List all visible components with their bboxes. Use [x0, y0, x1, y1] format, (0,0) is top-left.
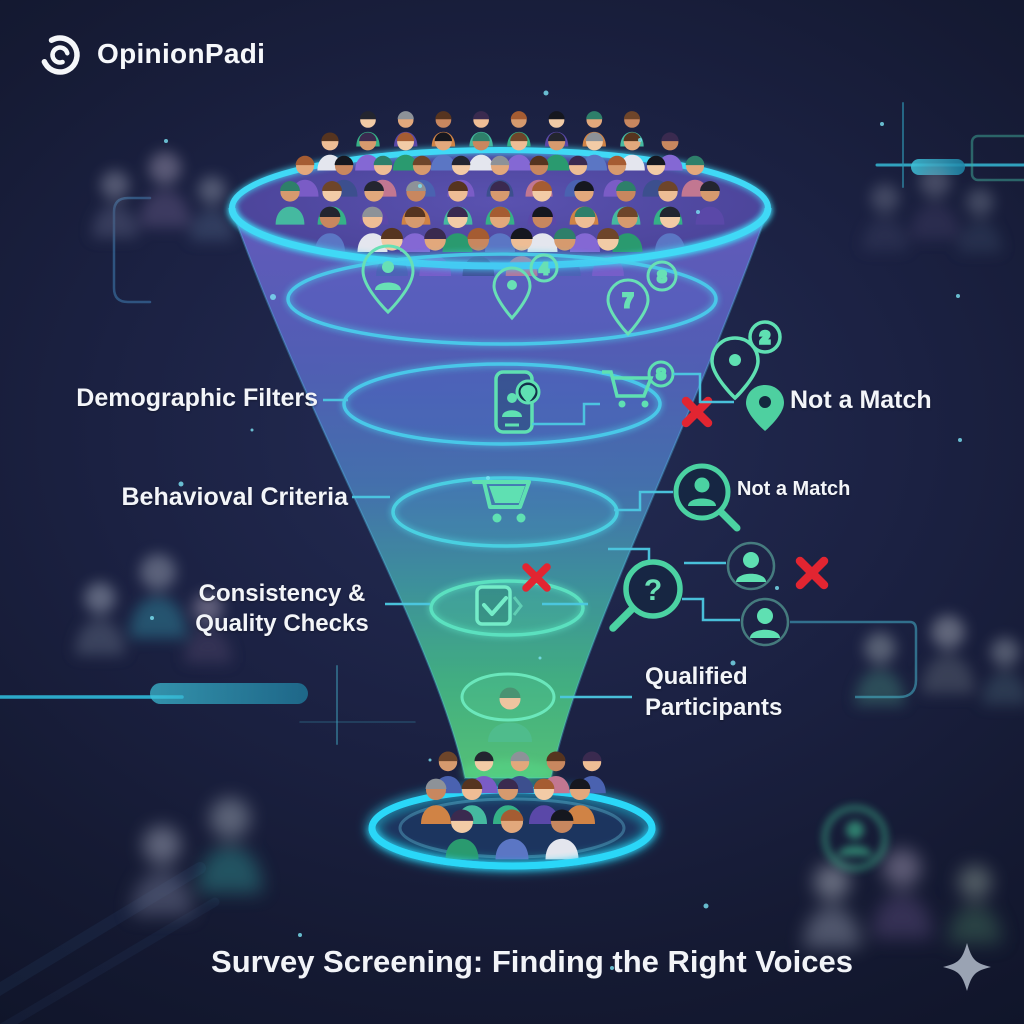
star-dots: [150, 90, 962, 970]
cart-icon: [472, 480, 531, 523]
connector-lines: [323, 372, 918, 699]
connector-bracket: [790, 620, 918, 699]
connector-cart-pin: [673, 372, 734, 404]
label-qualified-line2: Participants: [645, 694, 783, 721]
brand-name: OpinionPadi: [97, 38, 266, 69]
user-circle-icon: [726, 541, 776, 591]
label-demographic-filters: Demographic Filters: [76, 384, 318, 412]
stage2-icons: 8 2: [494, 320, 784, 434]
stage4-icons: ?: [475, 541, 829, 647]
label-qualified-participants: Qualified Participants: [645, 661, 782, 723]
location-pin-7-8-icon: 7 8: [606, 260, 678, 337]
svg-text:8: 8: [658, 269, 667, 286]
ring-stage4: [429, 579, 585, 637]
blurred-people-left-mid: [75, 554, 232, 663]
connector-corner: [608, 547, 651, 560]
reject-pin-2-icon: 2: [710, 320, 782, 401]
label-not-a-match-2: Not a Match: [737, 478, 851, 500]
blurred-people-bottom-left: [131, 797, 263, 916]
blurred-people-top-left: [92, 151, 234, 241]
blurred-people-top-right: [862, 166, 1002, 253]
label-qualified-line1: Qualified: [645, 663, 748, 690]
location-pin-4-icon: 4: [492, 253, 559, 321]
crowd-top: [275, 111, 725, 277]
stage1-icons: 4 7 8: [361, 244, 678, 337]
connector-ring-magnifier: [614, 490, 673, 512]
connector-user2: [682, 597, 740, 622]
svg-text:?: ?: [644, 574, 662, 607]
reject-x-icon: [795, 556, 829, 590]
svg-text:4: 4: [540, 261, 549, 278]
reject-x-icon: [522, 563, 551, 592]
stage3-icons: [472, 463, 741, 532]
magnifier-question-icon: ?: [609, 559, 683, 632]
label-consistency-line1: Consistency &: [198, 580, 366, 607]
label-consistency-quality-checks: Consistency & Quality Checks: [186, 579, 378, 639]
brand-logo: OpinionPadi: [34, 28, 265, 80]
reject-x-icon: [681, 396, 713, 428]
label-not-a-match-1: Not a Match: [790, 386, 932, 414]
connector-phone-cart: [532, 402, 600, 426]
magnifier-person-icon: [673, 463, 741, 532]
crowd-qualified: [421, 751, 606, 860]
blurred-people-bottom-right: [803, 848, 1002, 948]
sparkle-icon: [943, 943, 991, 991]
ring-stage3: [391, 476, 619, 548]
funnel: [228, 111, 772, 784]
svg-text:2: 2: [760, 328, 769, 347]
label-behavioral-criteria: Behavioval Criteria: [121, 483, 349, 511]
smartphone-icon: [494, 370, 541, 434]
platform-front-arc: [368, 827, 656, 870]
svg-text:7: 7: [623, 291, 634, 312]
user-circle-icon: [740, 597, 790, 647]
svg-text:8: 8: [657, 366, 665, 383]
logo-icon: [40, 35, 80, 75]
page-title: Survey Screening: Finding the Right Voic…: [211, 944, 853, 979]
checkbox-icon: [475, 585, 523, 626]
blurred-user-badge-icon: [822, 805, 888, 871]
label-consistency-line2: Quality Checks: [195, 610, 369, 637]
person-pin-icon: [361, 244, 415, 315]
ring-stage1: [286, 252, 718, 346]
qualified-person-figure: [488, 687, 532, 742]
blurred-people-right-mid: [855, 615, 1024, 706]
match-pin-icon: [746, 385, 784, 431]
